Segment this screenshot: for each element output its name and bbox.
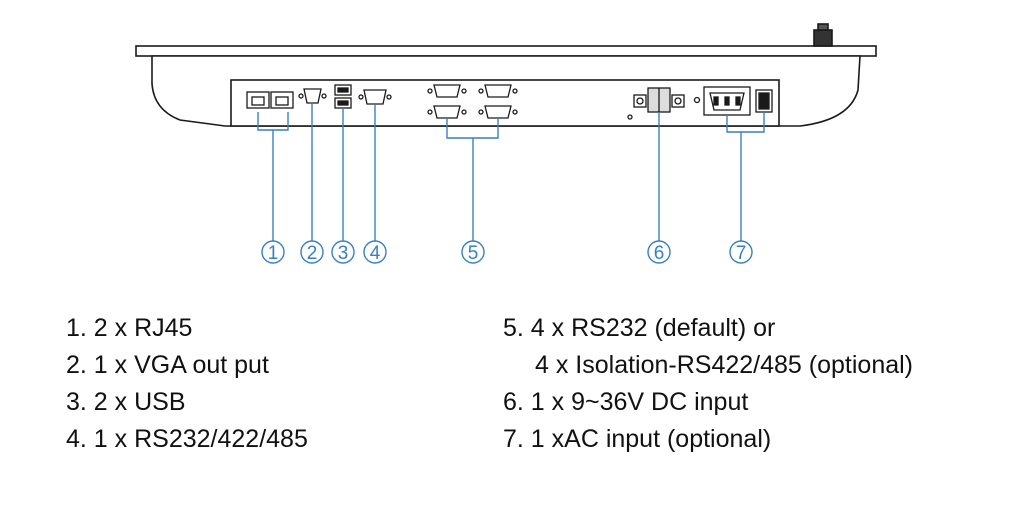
rj45-ports-icon [246,91,294,109]
legend-item-1: 1. 2 x RJ45 [66,314,193,342]
callout-circle-1 [261,240,285,264]
legend-left-column: 1. 2 x RJ45 2. 1 x VGA out put 3. 2 x US… [66,310,308,458]
callout-lines [257,104,765,241]
callout-circle-2 [300,240,324,264]
dc-input-icon [627,87,685,120]
ac-inlet-icon [693,86,773,116]
legend-item-5: 5. 4 x RS232 (default) or [503,314,776,342]
legend-item-6: 6. 1 x 9~36V DC input [503,388,749,416]
callout-number-1: 1 [268,243,279,264]
callout-circle-3 [331,240,355,264]
callout-number-3: 3 [338,243,349,264]
io-panel-diagram: 1 2 3 4 5 6 7 [135,23,877,264]
usb-ports-icon [334,84,352,109]
callout-number-6: 6 [654,243,665,264]
serial-port-icon [358,89,392,105]
knob-icon [813,29,833,47]
legend-right-column: 5. 4 x RS232 (default) or 4 x Isolation-… [503,310,913,458]
knob-top-icon [817,23,829,31]
callout-number-5: 5 [468,243,479,264]
bezel-top [135,45,877,57]
legend-item-3: 3. 2 x USB [66,388,186,416]
legend-item-7: 7. 1 xAC input (optional) [503,425,772,453]
vga-port-icon [298,88,327,104]
legend-item-4: 4. 1 x RS232/422/485 [66,425,308,453]
callout-number-7: 7 [736,243,747,264]
quad-serial-ports-icon [427,84,518,119]
callout-number-4: 4 [370,243,381,264]
callout-circle-6 [647,240,671,264]
legend-item-5-continued: 4 x Isolation-RS422/485 (optional) [535,351,914,379]
callout-circle-7 [729,240,753,264]
callout-circle-5 [461,240,485,264]
callout-number-2: 2 [307,243,318,264]
callout-circle-4 [363,240,387,264]
legend-item-2: 2. 1 x VGA out put [66,351,269,379]
